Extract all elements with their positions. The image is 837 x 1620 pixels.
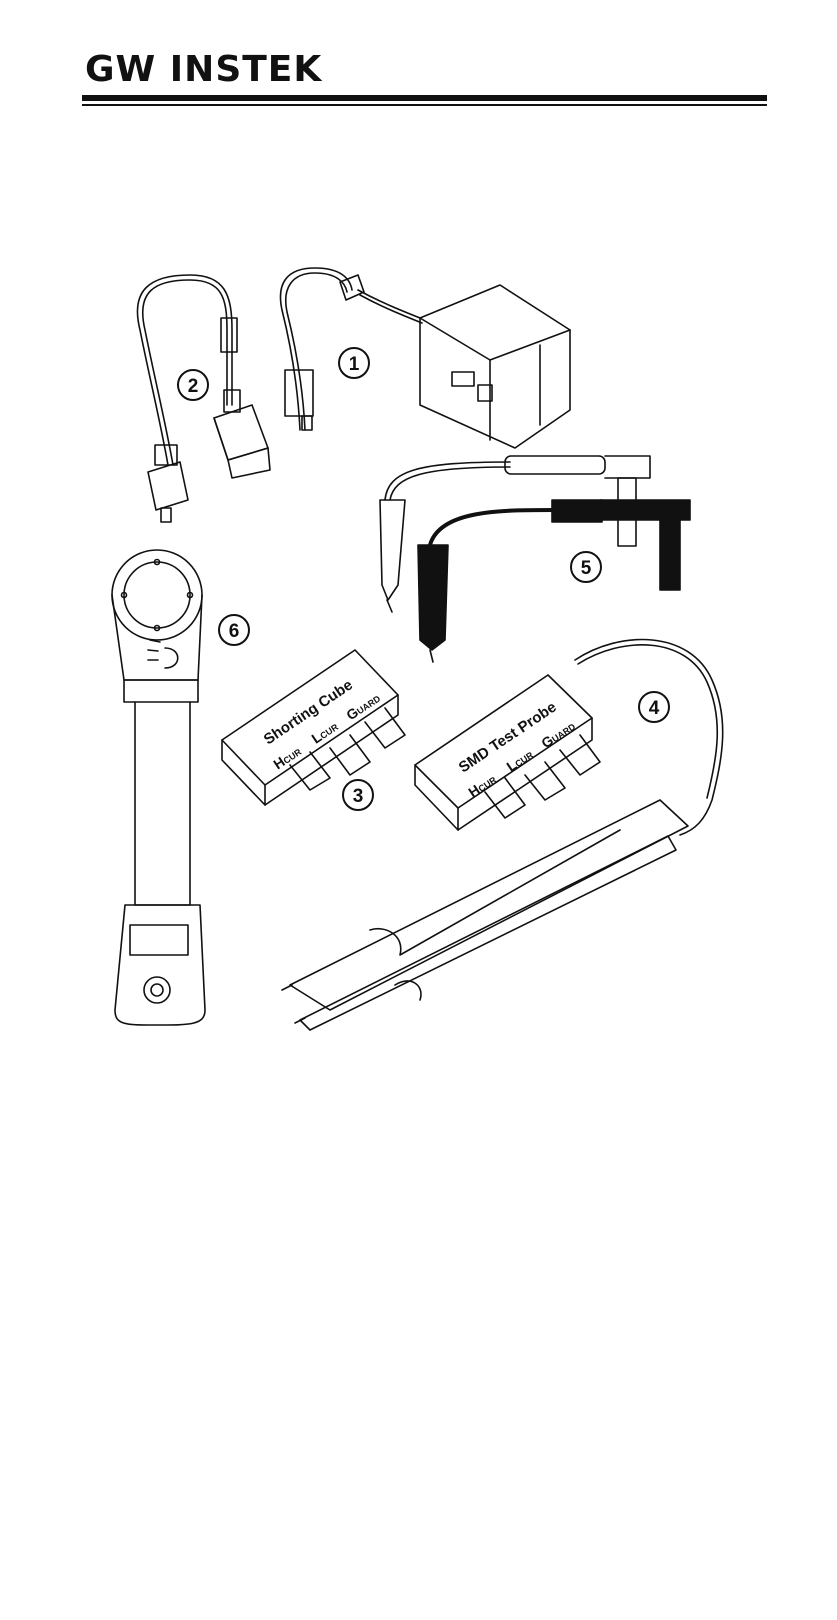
shorting-cube-title: Shorting Cube	[261, 676, 356, 748]
power-adapter-drawing	[280, 268, 570, 448]
svg-text:5: 5	[581, 558, 592, 579]
svg-text:1: 1	[349, 354, 360, 375]
callout-4: 4	[639, 692, 669, 722]
shorting-cube-drawing	[222, 650, 405, 805]
callout-3: 3	[343, 780, 373, 810]
shorting-cube-hcur: HCUR	[270, 742, 304, 772]
smd-probe-labels: SMD Test Probe HCUR LCUR GUARD	[451, 695, 578, 800]
smd-probe-lcur: LCUR	[503, 745, 536, 774]
callout-5: 5	[571, 552, 601, 582]
usb-cable-drawing	[137, 275, 270, 522]
callout-2: 2	[178, 370, 208, 400]
svg-text:2: 2	[188, 376, 199, 397]
callout-1: 1	[339, 348, 369, 378]
svg-text:3: 3	[353, 786, 364, 807]
svg-text:4: 4	[649, 698, 660, 719]
svg-text:6: 6	[229, 621, 240, 642]
smd-probe-hcur: HCUR	[465, 770, 499, 800]
callout-6: 6	[219, 615, 249, 645]
shorting-cube-lcur: LCUR	[308, 717, 341, 746]
kelvin-clip-drawing	[380, 456, 690, 662]
shorting-cube-labels: Shorting Cube HCUR LCUR GUARD	[256, 667, 383, 772]
wrist-strap-drawing	[112, 550, 205, 1025]
